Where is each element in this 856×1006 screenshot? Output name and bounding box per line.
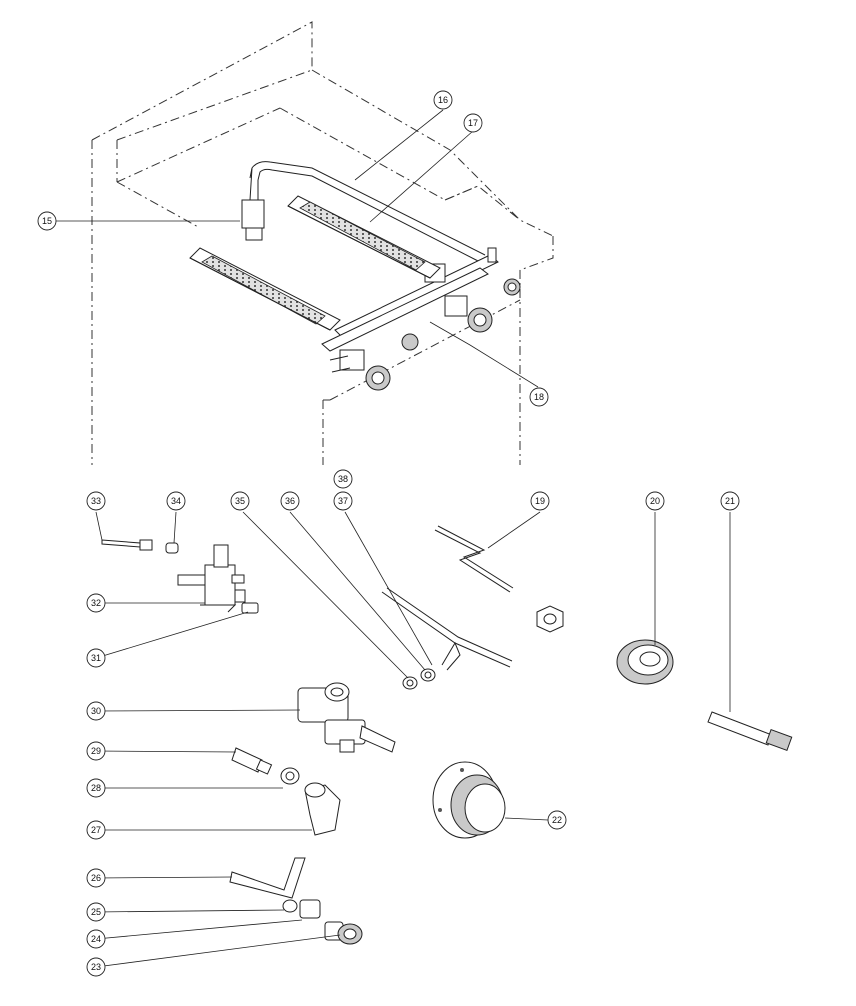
part-26-tube (229, 857, 306, 899)
svg-text:26: 26 (91, 873, 101, 883)
svg-text:15: 15 (42, 216, 52, 226)
callout-36: 36 (280, 491, 300, 511)
svg-text:35: 35 (235, 496, 245, 506)
svg-text:23: 23 (91, 962, 101, 972)
svg-text:21: 21 (725, 496, 735, 506)
part-24-coupling (299, 899, 321, 919)
svg-text:24: 24 (91, 934, 101, 944)
callout-29: 29 (86, 741, 106, 761)
callout-31: 31 (86, 648, 106, 668)
callout-19: 19 (530, 491, 550, 511)
part-29-orifice (231, 747, 273, 775)
callout-15: 15 (37, 211, 57, 231)
part-30-valve (297, 682, 396, 753)
callout-23: 23 (86, 957, 106, 977)
part-34-cap (165, 542, 179, 554)
svg-text:20: 20 (650, 496, 660, 506)
svg-text:29: 29 (91, 746, 101, 756)
svg-text:18: 18 (534, 392, 544, 402)
valve-cluster-front (329, 349, 391, 391)
callout-34: 34 (166, 491, 186, 511)
manifold-assembly (241, 161, 521, 391)
callout-28: 28 (86, 778, 106, 798)
callout-35: 35 (230, 491, 250, 511)
callout-37: 37 (333, 491, 353, 511)
part-37-tube (381, 587, 513, 671)
callout-17: 17 (463, 113, 483, 133)
part-22-knob (432, 761, 506, 839)
part-20-bezel (616, 639, 674, 685)
part-33-pilot-tube (101, 539, 153, 551)
part-32-valve-body (177, 544, 246, 613)
part-36-nut (420, 668, 436, 682)
part-23-elbow (324, 921, 363, 945)
part-31-fitting (241, 602, 259, 614)
part-28-washer (280, 767, 300, 785)
callout-27: 27 (86, 820, 106, 840)
svg-text:19: 19 (535, 496, 545, 506)
svg-text:17: 17 (468, 118, 478, 128)
svg-text:33: 33 (91, 496, 101, 506)
burner-front (189, 247, 341, 331)
callout-24: 24 (86, 929, 106, 949)
part-35-nut (402, 676, 418, 690)
callout-25: 25 (86, 902, 106, 922)
svg-text:32: 32 (91, 598, 101, 608)
cabinet-outline (91, 21, 554, 465)
leader-lines (56, 109, 731, 968)
callout-32: 32 (86, 593, 106, 613)
callout-30: 30 (86, 701, 106, 721)
hex-nut (536, 605, 564, 633)
callout-20: 20 (645, 491, 665, 511)
callout-33: 33 (86, 491, 106, 511)
callout-18: 18 (529, 387, 549, 407)
svg-text:30: 30 (91, 706, 101, 716)
callout-26: 26 (86, 868, 106, 888)
part-21-igniter (707, 711, 793, 751)
callout-38: 38 (333, 469, 353, 489)
svg-text:25: 25 (91, 907, 101, 917)
svg-text:31: 31 (91, 653, 101, 663)
callout-22: 22 (547, 810, 567, 830)
burner-rear (287, 195, 441, 279)
part-19-wire (434, 525, 514, 593)
svg-text:36: 36 (285, 496, 295, 506)
part-27-elbow (304, 782, 341, 836)
part-25-bushing (282, 899, 298, 913)
svg-text:16: 16 (438, 95, 448, 105)
svg-text:38: 38 (338, 474, 348, 484)
svg-text:27: 27 (91, 825, 101, 835)
valve-cluster-middle (401, 295, 493, 351)
svg-text:37: 37 (338, 496, 348, 506)
svg-text:28: 28 (91, 783, 101, 793)
svg-text:34: 34 (171, 496, 181, 506)
callout-21: 21 (720, 491, 740, 511)
svg-text:22: 22 (552, 815, 562, 825)
callout-16: 16 (433, 90, 453, 110)
